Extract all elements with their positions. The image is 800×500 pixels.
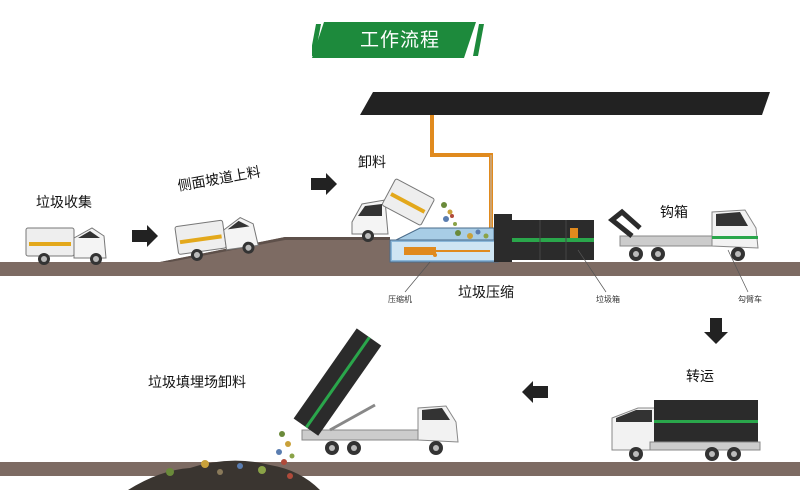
label-hook: 钩箱 [660,205,688,221]
label-transport: 转运 [686,369,714,385]
label-hook-truck: 勾臂车 [738,295,762,304]
title-banner: 工作流程 [310,22,488,58]
container-box [512,220,594,260]
ramp [160,237,390,262]
title-banner-background [310,22,484,58]
roof-canopy [360,92,770,115]
orange-pipe [430,115,493,228]
label-compressor: 压缩机 [388,295,412,304]
top-ground [0,262,800,276]
label-collect: 垃圾收集 [36,195,92,211]
landfill-pile [128,460,320,490]
leader-container [577,249,607,293]
label-landfill: 垃圾填埋场卸料 [148,375,246,391]
transport-truck [611,400,761,461]
compressor-station [389,214,512,263]
page-title: 工作流程 [359,29,440,51]
label-unload: 卸料 [358,155,386,171]
label-container: 垃圾箱 [596,295,620,304]
hook-truck [607,208,759,261]
label-compress: 垃圾压缩 [458,285,514,301]
arrow-hook-to-transport [704,318,728,344]
ramp-van [174,216,259,261]
leader-hook-truck [727,249,749,293]
dumping-truck [293,328,459,455]
bottom-ground [0,462,800,476]
arrow-ramp-to-unload [311,173,337,195]
arrow-transport-to-landfill [522,381,548,403]
leader-compressor [404,261,431,293]
arrow-collect-to-ramp [132,225,158,247]
collection-van [25,227,107,265]
falling-garbage-1 [441,202,457,226]
falling-garbage-2 [276,431,295,465]
